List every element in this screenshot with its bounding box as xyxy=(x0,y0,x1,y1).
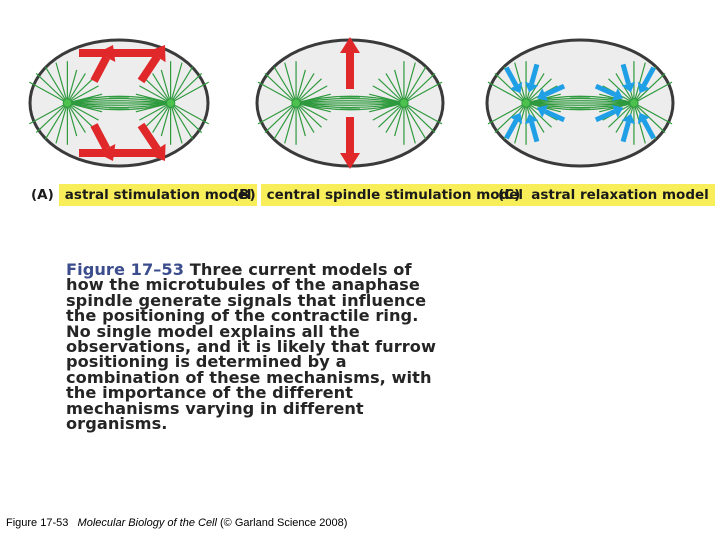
caption-line-5: No single model explains all the xyxy=(66,321,360,341)
caption-figure-number: Figure 17–53 xyxy=(66,260,185,279)
caption-line-1: Figure 17–53 Three current models of xyxy=(66,260,412,279)
caption-line-10: mechanisms varying in different xyxy=(66,398,364,418)
relaxation-arrow-8 xyxy=(620,113,636,143)
relaxation-arrow-11 xyxy=(620,63,636,93)
relaxation-arrow-3 xyxy=(536,104,566,123)
caption-line-4: the positioning of the contractile ring. xyxy=(66,306,419,326)
right-centrosome xyxy=(165,98,176,108)
right-centrosome xyxy=(399,98,409,108)
relaxation-arrow-12 xyxy=(637,66,656,94)
footer-book-title: Molecular Biology of the Cell xyxy=(77,517,217,529)
panel-b-cell-diagram xyxy=(255,37,445,169)
figure-caption: Figure 17–53 Three current models of how… xyxy=(66,260,586,434)
panel-c-cell-diagram xyxy=(485,38,675,168)
panel-b-model-name: central spindle stimulation model xyxy=(260,184,530,206)
microtubules xyxy=(28,61,210,145)
left-centrosome xyxy=(291,98,301,108)
panel-b-label: (B) central spindle stimulation model xyxy=(233,183,530,207)
relaxation-arrow-2 xyxy=(524,113,540,143)
caption-line-9: the importance of the different xyxy=(66,383,354,403)
footer-copyright: (© Garland Science 2008) xyxy=(220,517,348,529)
left-centrosome xyxy=(521,98,531,108)
panel-c-model-name: astral relaxation model xyxy=(525,184,715,206)
caption-line-11: organisms. xyxy=(66,414,168,434)
right-centrosome xyxy=(629,98,639,108)
left-centrosome xyxy=(62,98,73,108)
relaxation-arrow-7 xyxy=(637,112,656,140)
relaxation-arrow-10 xyxy=(594,83,624,102)
panel-a-label: (A) astral stimulation model xyxy=(31,183,258,207)
caption-line-2: how the microtubules of the anaphase xyxy=(66,275,420,295)
panel-c-letter: (C) xyxy=(498,187,521,203)
panel-a-cell-diagram xyxy=(28,38,210,168)
caption-line-8: combination of these mechanisms, with xyxy=(66,367,432,387)
panel-c-label: (C) astral relaxation model xyxy=(498,183,715,207)
panel-b-letter: (B) xyxy=(233,187,256,203)
relaxation-arrow-6 xyxy=(504,66,523,94)
relaxation-arrow-9 xyxy=(594,104,624,123)
panel-a-letter: (A) xyxy=(31,187,54,203)
relaxation-arrow-5 xyxy=(524,63,540,93)
microtubules xyxy=(257,61,443,145)
panel-a-model-name: astral stimulation model xyxy=(58,184,258,206)
footer-credit: Figure 17-53 Molecular Biology of the Ce… xyxy=(6,517,347,529)
caption-line-7: positioning is determined by a xyxy=(66,352,347,372)
relaxation-arrow-1 xyxy=(504,112,523,140)
caption-line-3: spindle generate signals that influence xyxy=(66,290,427,310)
footer-figure-number: Figure 17-53 xyxy=(6,517,69,529)
down-stimulation-arrow xyxy=(340,117,360,169)
up-stimulation-arrow xyxy=(340,37,360,89)
caption-line-6: observations, and it is likely that furr… xyxy=(66,337,436,357)
relaxation-arrow-4 xyxy=(536,83,566,102)
